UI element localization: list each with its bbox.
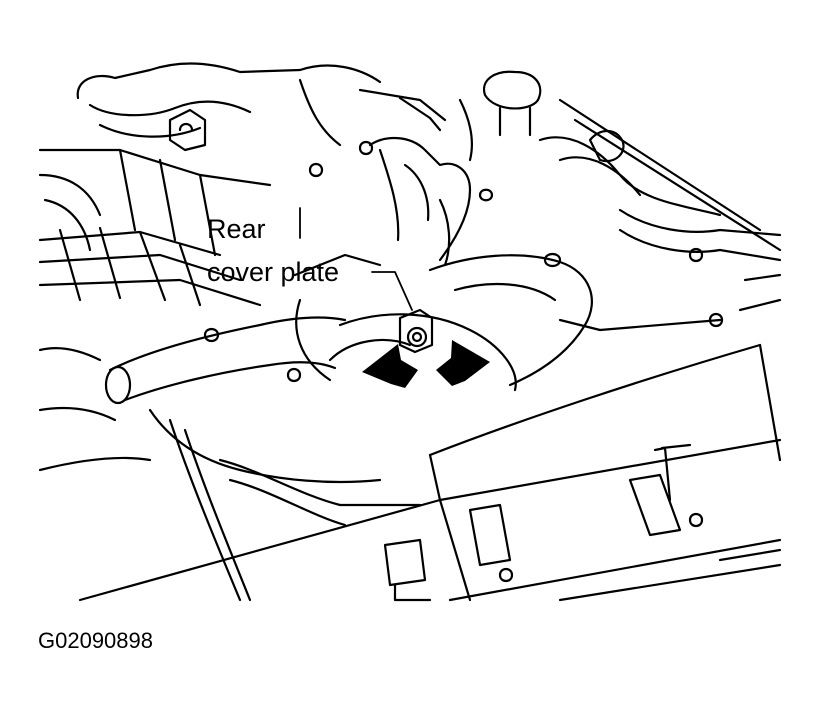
exhaust-pipe — [38, 316, 422, 602]
rear-cover-plate-housing — [203, 136, 593, 392]
engine-block-outline — [76, 62, 782, 262]
oil-pan-grid — [38, 108, 272, 307]
callout-leader-line-plate — [371, 271, 413, 311]
figure-code: G02090898 — [38, 628, 153, 653]
crossmember-frame — [78, 247, 782, 602]
left-arrow-indicator — [362, 344, 418, 388]
callout-label-cover-plate: cover plate — [207, 257, 340, 287]
right-arrow-indicator — [436, 340, 490, 386]
callout-label-rear: Rear — [207, 214, 266, 244]
